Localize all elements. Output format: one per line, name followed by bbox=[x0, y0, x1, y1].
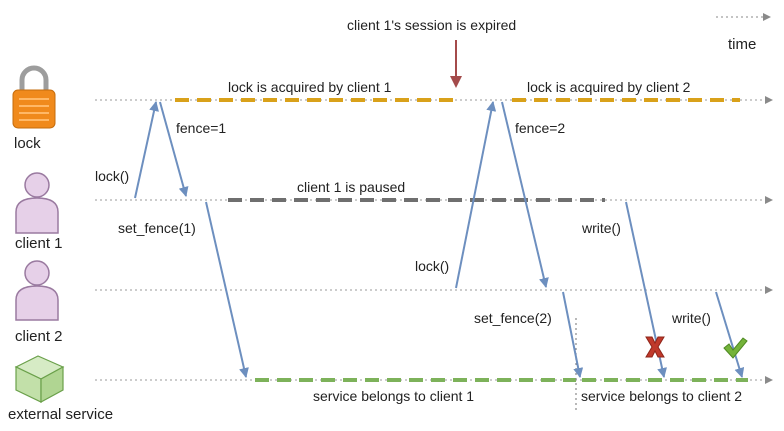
lock-actor-label: lock bbox=[14, 135, 41, 152]
fence1-label: fence=1 bbox=[176, 120, 226, 136]
service-client2-label: service belongs to client 2 bbox=[581, 388, 742, 404]
timelines bbox=[95, 96, 773, 384]
client1-paused-label: client 1 is paused bbox=[297, 179, 405, 195]
write-client2-label: write() bbox=[671, 310, 711, 326]
service-client1-label: service belongs to client 1 bbox=[313, 388, 474, 404]
lock-call-client2-label: lock() bbox=[415, 258, 449, 274]
accept-check-icon bbox=[723, 337, 748, 359]
lock-client2-label: lock is acquired by client 2 bbox=[527, 79, 691, 95]
fence2-label: fence=2 bbox=[515, 120, 565, 136]
state-bands bbox=[175, 98, 748, 412]
write-client2-arrow bbox=[715, 291, 745, 378]
set-fence2-label: set_fence(2) bbox=[474, 310, 552, 326]
lock-request-client2-arrow bbox=[455, 101, 497, 289]
set-fence1-label: set_fence(1) bbox=[118, 220, 196, 236]
lock-request-client1-arrow bbox=[134, 101, 159, 199]
message-arrows bbox=[134, 101, 745, 378]
service-actor-label: external service bbox=[8, 406, 113, 423]
session-expired-label: client 1's session is expired bbox=[347, 17, 516, 33]
time-legend: time bbox=[716, 13, 771, 53]
lock-call-client1-label: lock() bbox=[95, 168, 129, 184]
write-client1-label: write() bbox=[581, 220, 621, 236]
lock-client1-label: lock is acquired by client 1 bbox=[228, 79, 392, 95]
client1-user-icon bbox=[15, 172, 59, 234]
padlock-icon bbox=[12, 65, 56, 129]
fence2-response-arrow bbox=[501, 101, 549, 288]
client2-actor-label: client 2 bbox=[15, 328, 63, 345]
service-box-icon bbox=[14, 355, 65, 404]
reject-x-icon bbox=[645, 336, 665, 358]
client1-actor-label: client 1 bbox=[15, 235, 63, 252]
client2-user-icon bbox=[15, 260, 59, 321]
time-label: time bbox=[728, 36, 756, 53]
set-fence1-arrow bbox=[205, 201, 249, 378]
fence1-response-arrow bbox=[159, 101, 189, 197]
set-fence2-arrow bbox=[562, 291, 584, 378]
